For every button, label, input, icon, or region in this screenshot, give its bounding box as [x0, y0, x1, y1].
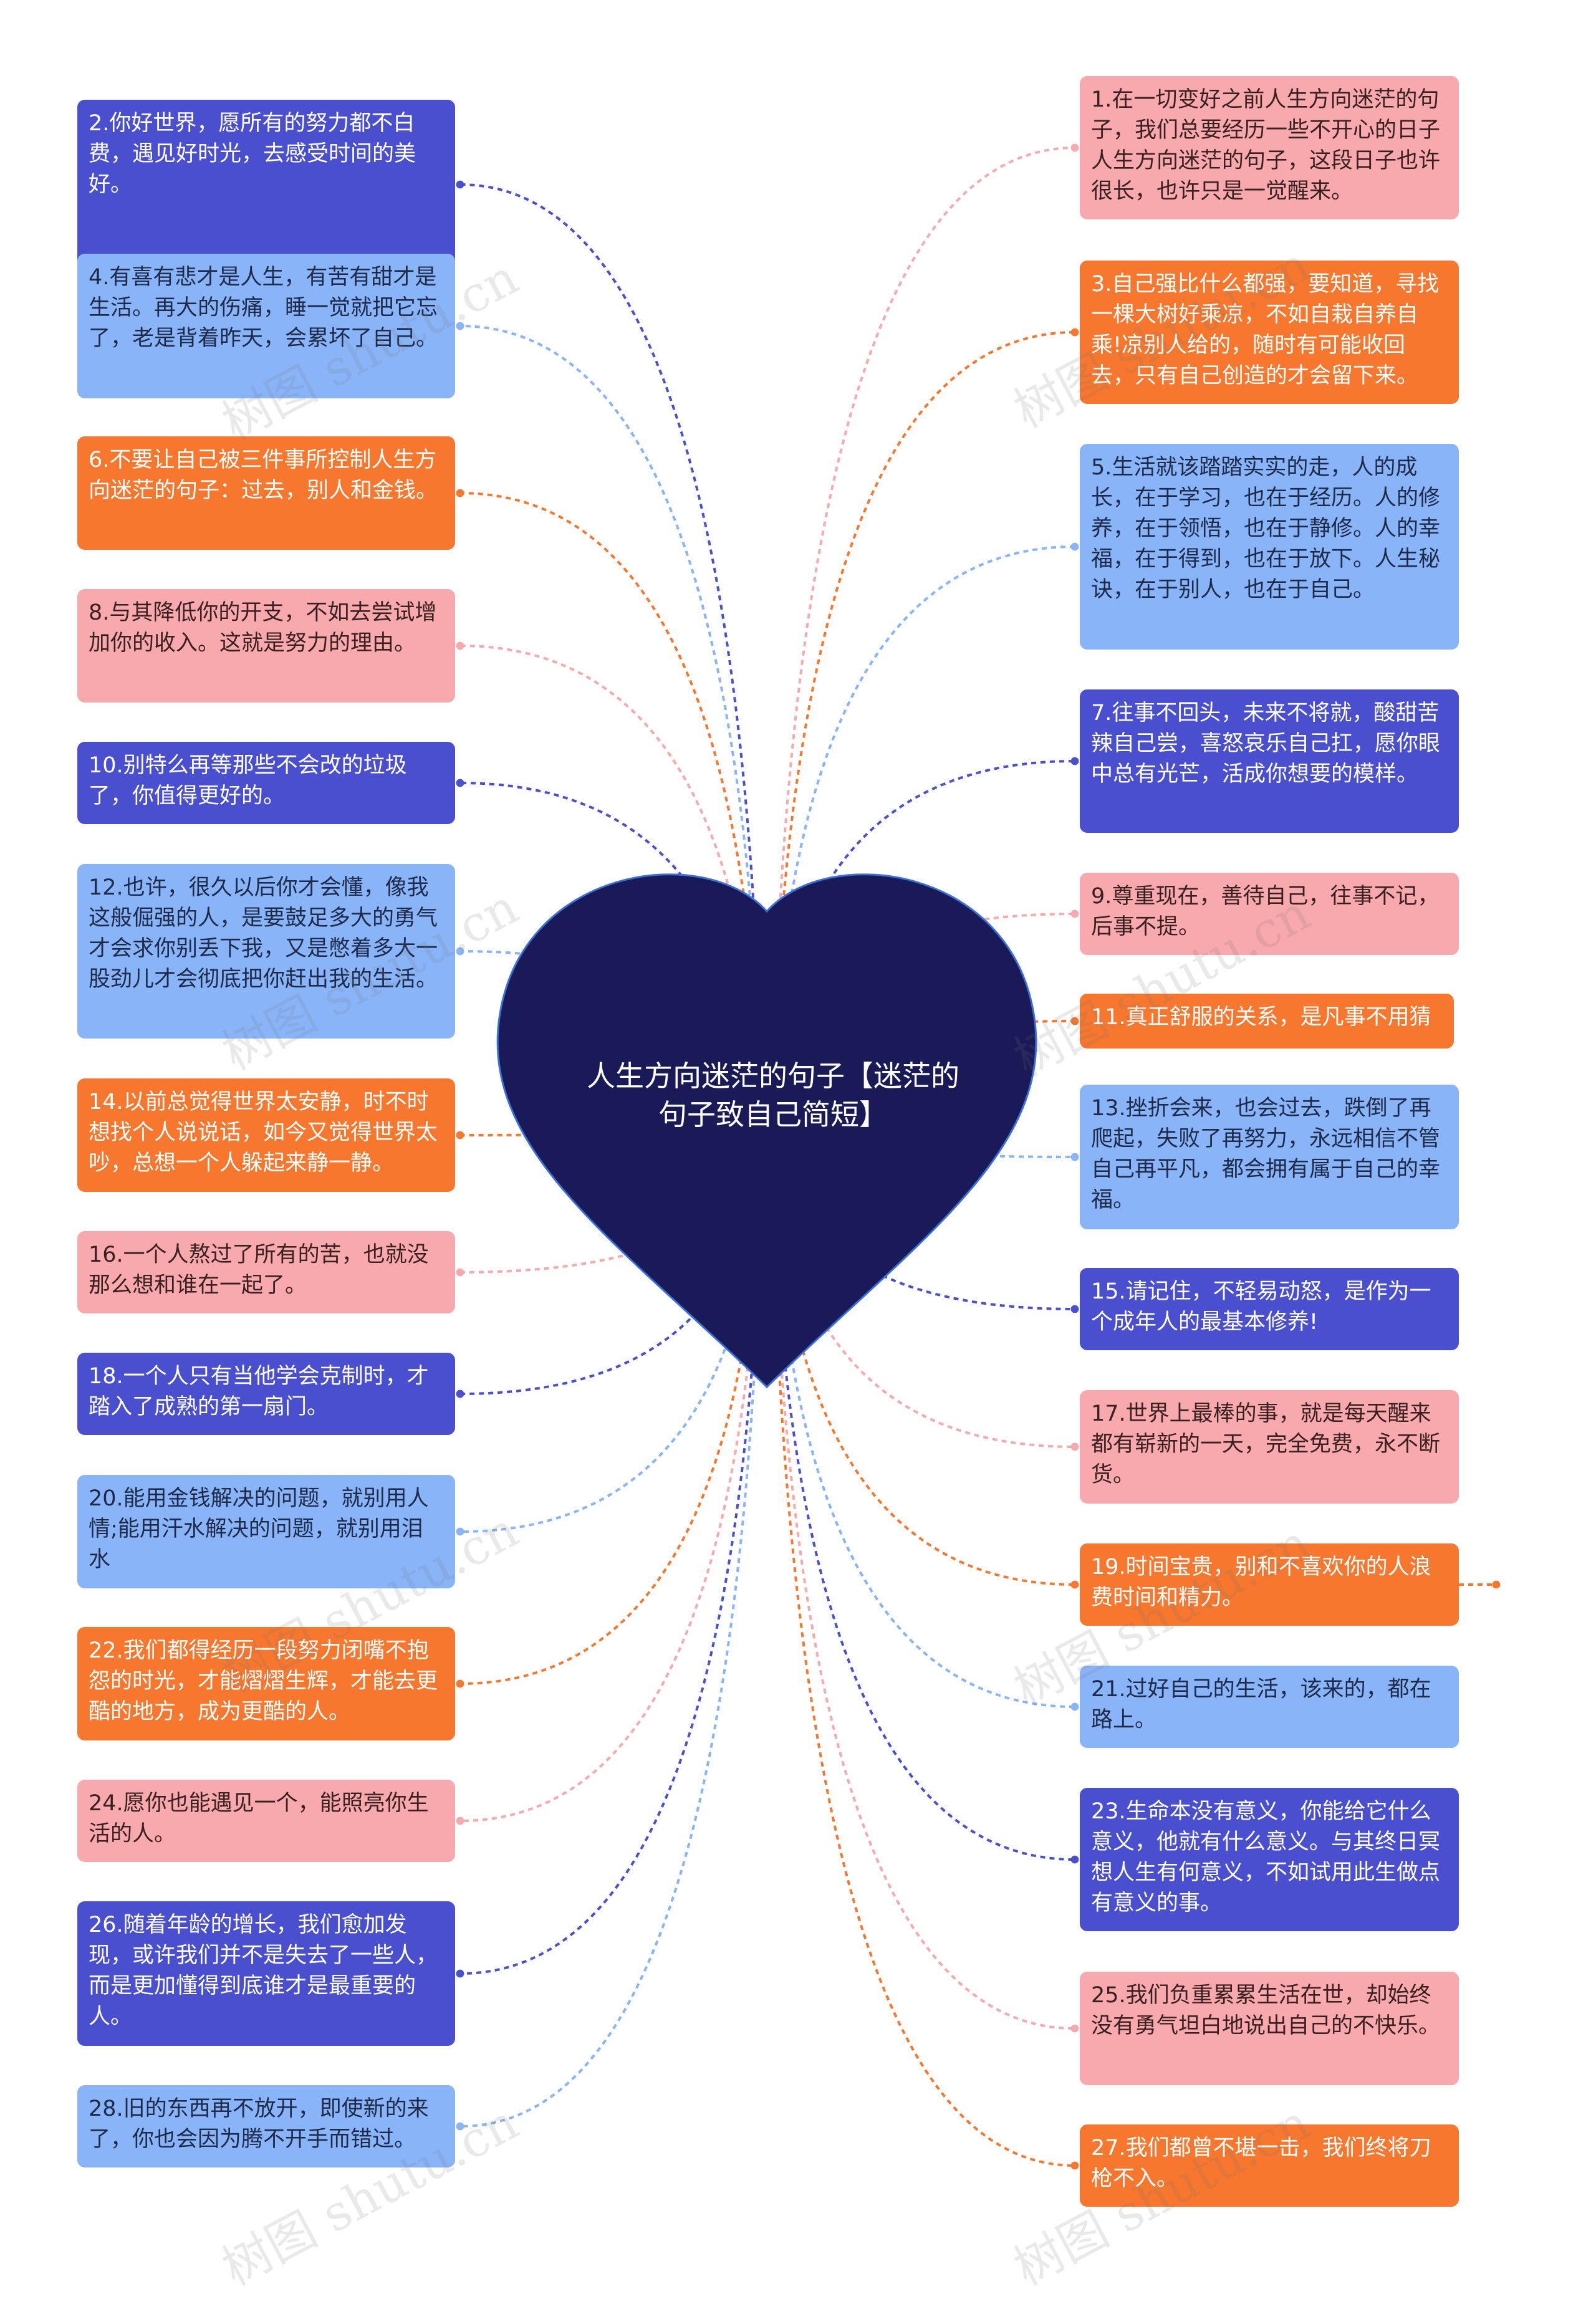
connector-line — [456, 1371, 756, 2131]
connector-line — [456, 1301, 756, 1825]
connector-line — [778, 757, 1079, 1022]
right-sentence-card[interactable]: 21.过好自己的生活，该来的，都在路上。 — [1080, 1666, 1459, 1748]
right-sentence-card[interactable]: 17.世界上最棒的事，就是每天醒来都有崭新的一天，完全免费，永不断货。 — [1080, 1390, 1459, 1504]
right-sentence-card[interactable]: 9.尊重现在，善待自己，往事不记，后事不提。 — [1080, 873, 1459, 955]
left-sentence-card[interactable]: 28.旧的东西再不放开，即使新的来了，你也会因为腾不开手而错过。 — [77, 2085, 455, 2167]
connector-line — [456, 641, 756, 1022]
right-sentence-card[interactable]: 19.时间宝贵，别和不喜欢你的人浪费时间和精力。 — [1080, 1543, 1459, 1626]
right-sentence-card[interactable]: 7.往事不回头，未来不将就，酸甜苦辣自己尝，喜怒哀乐自己扛，愿你眼中总有光芒，活… — [1080, 689, 1459, 833]
left-sentence-card[interactable]: 2.你好世界，愿所有的努力都不白费，遇见好时光，去感受时间的美好。 — [77, 100, 455, 269]
right-sentence-card[interactable]: 5.生活就该踏踏实实的走，人的成长，在于学习，也在于经历。人的修养，在于领悟，也… — [1080, 444, 1459, 650]
connector-line — [778, 1301, 1079, 1864]
connector-line — [456, 322, 756, 952]
right-sentence-card[interactable]: 3.自己强比什么都强，要知道，寻找一棵大树好乘凉，不如自栽自养自乘!凉别人给的，… — [1080, 261, 1459, 404]
right-sentence-card[interactable]: 11.真正舒服的关系，是凡事不用猜 — [1080, 994, 1454, 1049]
connector-line — [456, 779, 756, 1057]
right-sentence-card[interactable]: 23.生命本没有意义，你能给它什么意义，他就有什么意义。与其终日冥想人生有何意义… — [1080, 1788, 1459, 1931]
left-sentence-card[interactable]: 24.愿你也能遇见一个，能照亮你生活的人。 — [77, 1780, 455, 1862]
central-topic-title: 人生方向迷茫的句子【迷茫的句子致自己简短】 — [587, 1059, 959, 1131]
right-sentence-card[interactable]: 1.在一切变好之前人生方向迷茫的句子，我们总要经历一些不开心的日子人生方向迷茫的… — [1080, 76, 1459, 219]
connector-line — [456, 1161, 756, 1277]
left-sentence-card[interactable]: 6.不要让自己被三件事所控制人生方向迷茫的句子：过去，别人和金钱。 — [77, 436, 455, 550]
left-sentence-card[interactable]: 20.能用金钱解决的问题，就别用人情;能用汗水解决的问题，就别用泪水 — [77, 1475, 455, 1588]
left-sentence-card[interactable]: 8.与其降低你的开支，不如去尝试增加你的收入。这就是努力的理由。 — [77, 589, 455, 703]
left-sentence-card[interactable]: 14.以前总觉得世界太安静，时不时想找个人说说话，如今又觉得世界太吵，总想一个人… — [77, 1078, 455, 1192]
right-sentence-card[interactable]: 27.我们都曾不堪一击，我们终将刀枪不入。 — [1080, 2124, 1459, 2207]
left-sentence-card[interactable]: 18.一个人只有当他学会克制时，才踏入了成熟的第一扇门。 — [77, 1353, 455, 1435]
connector-line — [778, 1266, 1079, 1711]
connector-line — [456, 489, 756, 987]
right-sentence-card[interactable]: 13.挫折会来，也会过去，跌倒了再爬起，失败了再努力，永远相信不管自己再平凡，都… — [1080, 1085, 1459, 1229]
left-sentence-card[interactable]: 4.有喜有悲才是人生，有苦有甜才是生活。再大的伤痛，睡一觉就把它忘了，老是背着昨… — [77, 254, 455, 398]
left-sentence-card[interactable]: 10.别特么再等那些不会改的垃圾了，你值得更好的。 — [77, 742, 455, 824]
connector-line — [778, 328, 1079, 952]
connector-line — [456, 1266, 756, 1688]
connector-line — [456, 1336, 756, 1978]
left-sentence-card[interactable]: 12.也许，很久以后你才会懂，像我这般倔强的人，是要鼓足多大的勇气才会求你别丢下… — [77, 864, 455, 1039]
left-sentence-card[interactable]: 26.随着年龄的增长，我们愈加发现，或许我们并不是失去了一些人，而是更加懂得到底… — [77, 1901, 455, 2046]
connector-line — [456, 1196, 756, 1398]
connector-line — [778, 1336, 1079, 2033]
left-sentence-card[interactable]: 16.一个人熬过了所有的苦，也就没那么想和谁在一起了。 — [77, 1231, 455, 1313]
right-sentence-card[interactable]: 25.我们负重累累生活在世，却始终没有勇气坦白地说出自己的不快乐。 — [1080, 1972, 1459, 2085]
connector-line — [778, 143, 1079, 917]
connector-line — [778, 542, 1079, 987]
connector-line — [778, 1125, 1079, 1161]
right-sentence-card[interactable]: 15.请记住，不轻易动怒，是作为一个成年人的最基本修养! — [1080, 1268, 1459, 1350]
left-sentence-card[interactable]: 22.我们都得经历一段努力闭嘴不抱怨的时光，才能熠熠生辉，才能去更酷的地方，成为… — [77, 1627, 455, 1740]
